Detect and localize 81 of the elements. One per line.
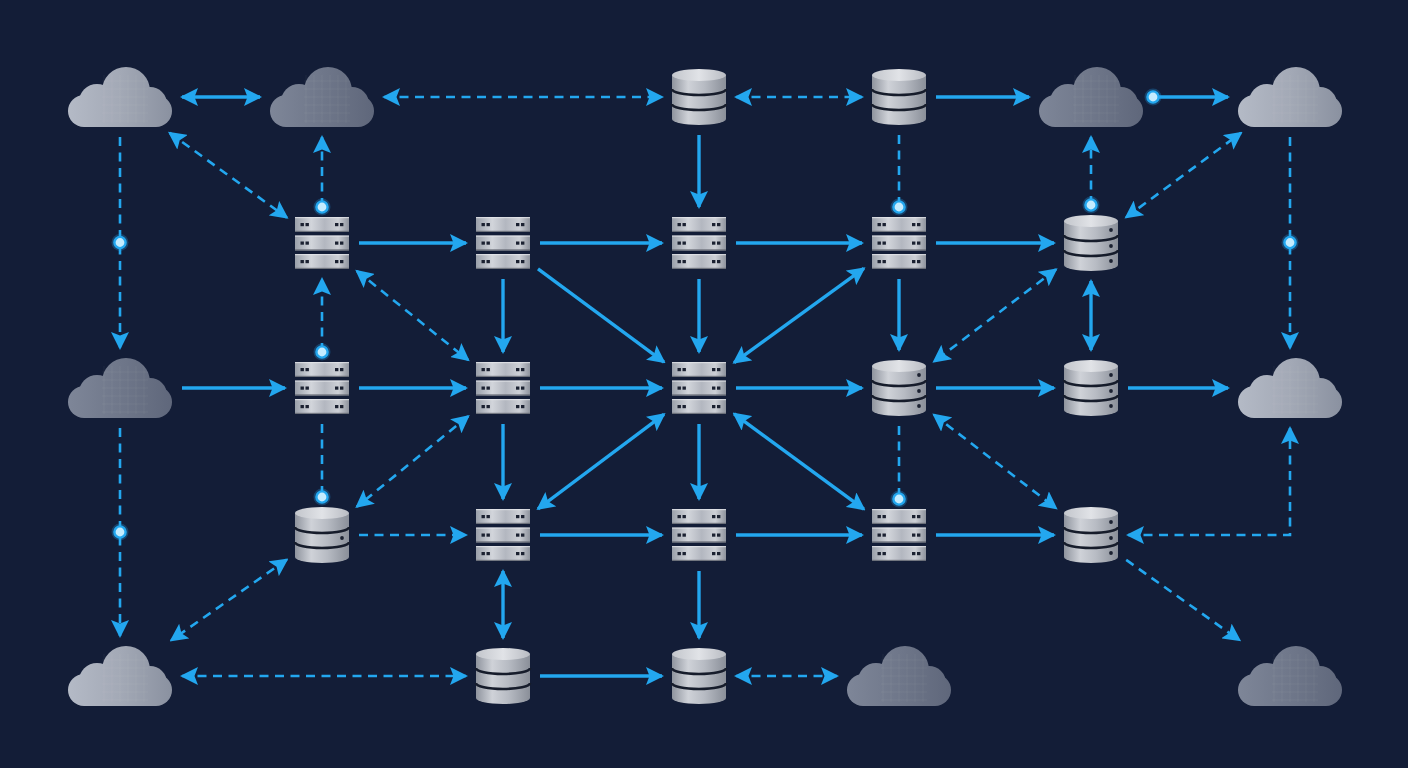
dashed-double-arrow bbox=[169, 558, 289, 642]
arrow bbox=[540, 667, 664, 685]
dashed-arrow bbox=[111, 428, 129, 638]
database-icon bbox=[872, 360, 926, 416]
arrow bbox=[936, 88, 1031, 106]
arrow bbox=[690, 279, 708, 354]
arrow bbox=[690, 424, 708, 501]
dashed-double-arrow bbox=[734, 88, 864, 106]
arrow bbox=[936, 234, 1056, 252]
arrow bbox=[537, 267, 666, 364]
dashed-connector-line bbox=[889, 426, 909, 509]
cloud-icon bbox=[1238, 358, 1342, 418]
dashed-double-arrow bbox=[180, 667, 468, 685]
dashed-double-arrow bbox=[382, 88, 664, 106]
arrow bbox=[736, 234, 864, 252]
arrow bbox=[182, 379, 287, 397]
dashed-arrow bbox=[111, 137, 129, 350]
database-icon bbox=[476, 648, 530, 704]
arrow bbox=[936, 379, 1056, 397]
arrow bbox=[540, 526, 664, 544]
server-rack-icon bbox=[476, 509, 530, 561]
dashed-double-arrow bbox=[355, 414, 470, 509]
database-icon bbox=[672, 69, 726, 125]
server-rack-icon bbox=[295, 217, 349, 269]
arrow bbox=[540, 234, 664, 252]
server-rack-icon bbox=[872, 509, 926, 561]
database-icon bbox=[1064, 360, 1118, 416]
cloud-icon bbox=[68, 67, 172, 127]
dashed-double-arrow bbox=[355, 269, 470, 362]
database-icon bbox=[1064, 215, 1118, 271]
arrow bbox=[359, 234, 468, 252]
arrow bbox=[494, 424, 512, 501]
double-arrow bbox=[536, 412, 666, 511]
dashed-double-arrow bbox=[932, 268, 1058, 363]
arrow bbox=[690, 135, 708, 209]
server-rack-icon bbox=[672, 509, 726, 561]
database-icon bbox=[295, 507, 349, 563]
cloud-icon bbox=[68, 646, 172, 706]
arrow bbox=[1128, 379, 1230, 397]
dashed-double-arrow bbox=[1124, 131, 1243, 219]
cloud-icon bbox=[270, 67, 374, 127]
server-rack-icon bbox=[476, 217, 530, 269]
dashed-arrow bbox=[1081, 135, 1101, 215]
arrow bbox=[540, 379, 664, 397]
cloud-icon bbox=[68, 358, 172, 418]
dashed-connector-line bbox=[889, 135, 909, 217]
dashed-double-arrow bbox=[1126, 426, 1299, 544]
double-arrow bbox=[494, 569, 512, 640]
double-arrow bbox=[732, 267, 866, 364]
double-arrow bbox=[732, 412, 866, 511]
dashed-double-arrow bbox=[932, 413, 1058, 510]
double-arrow bbox=[1082, 279, 1100, 352]
dashed-arrow bbox=[1125, 558, 1242, 642]
database-icon bbox=[1064, 507, 1118, 563]
cloud-icon bbox=[1238, 646, 1342, 706]
dashed-arrow bbox=[359, 526, 468, 544]
cloud-icon bbox=[1039, 67, 1143, 127]
database-icon bbox=[672, 648, 726, 704]
arrow bbox=[736, 379, 864, 397]
cloud-icon bbox=[1238, 67, 1342, 127]
dashed-arrow bbox=[1281, 137, 1299, 350]
server-rack-icon bbox=[672, 217, 726, 269]
arrow bbox=[936, 526, 1056, 544]
arrow bbox=[494, 279, 512, 354]
dashed-connector-line bbox=[312, 424, 332, 507]
server-rack-icon bbox=[872, 217, 926, 269]
dashed-arrow bbox=[312, 135, 332, 217]
arrow bbox=[736, 526, 864, 544]
server-rack-icon bbox=[295, 362, 349, 414]
dashed-double-arrow bbox=[734, 667, 839, 685]
double-arrow bbox=[180, 88, 262, 106]
arrow bbox=[359, 379, 468, 397]
arrow bbox=[890, 279, 908, 352]
dashed-arrow bbox=[312, 277, 332, 362]
arrow bbox=[1143, 87, 1230, 107]
server-rack-icon bbox=[476, 362, 530, 414]
arrow bbox=[690, 571, 708, 640]
database-icon bbox=[872, 69, 926, 125]
server-rack-icon bbox=[672, 362, 726, 414]
cloud-icon bbox=[847, 646, 951, 706]
dashed-double-arrow bbox=[168, 131, 289, 219]
